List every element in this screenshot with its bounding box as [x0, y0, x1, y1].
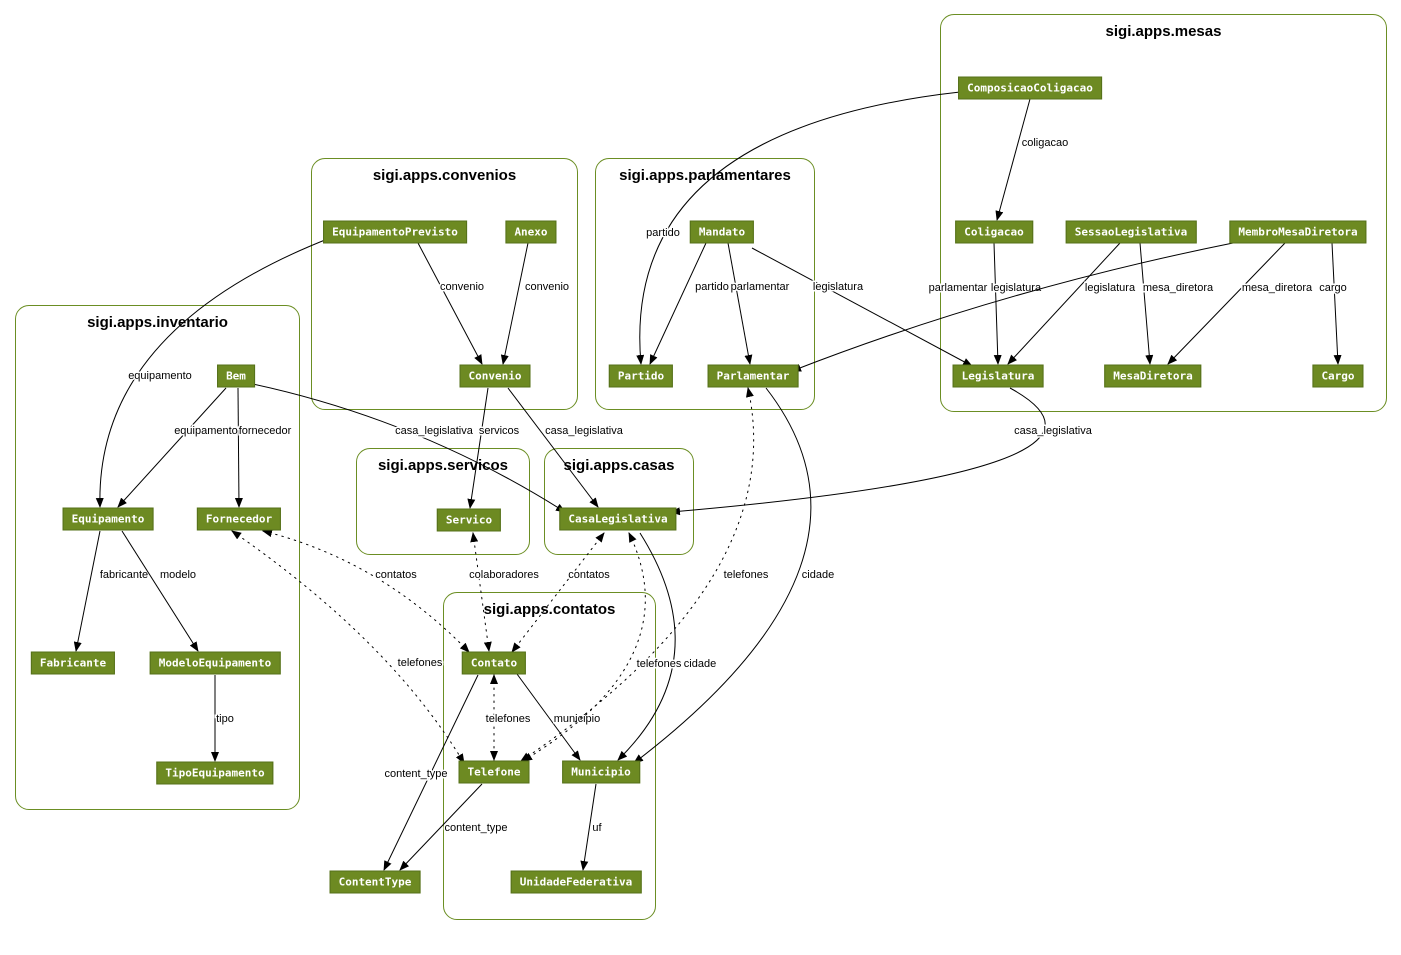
edge-label-Fornecedor-Telefone: telefones [398, 657, 443, 669]
node-TipoEquipamento: TipoEquipamento [156, 761, 274, 785]
edge-Convenio-CasaLegislativa [507, 387, 599, 508]
edge-label-ComposicaoColigacao-Coligacao: coligacao [1022, 137, 1068, 149]
edge-label-Servico-Contato: colaboradores [469, 569, 539, 581]
node-MesaDiretora: MesaDiretora [1104, 364, 1202, 388]
edge-Mandato-Parlamentar [727, 242, 753, 365]
edge-label-Bem-Fornecedor: fornecedor [239, 425, 292, 437]
edge-label-Mandato-Partido: partido [695, 281, 729, 293]
cluster-title-inventario: sigi.apps.inventario [87, 314, 228, 331]
edge-label-Equipamento-ModeloEquipamento: modelo [160, 569, 196, 581]
edge-Legislatura-CasaLegislativa [670, 387, 1046, 516]
edge-Servico-Contato [470, 532, 492, 652]
node-Municipio: Municipio [562, 760, 640, 784]
node-Servico: Servico [436, 508, 502, 532]
edge-SessaoLegislativa-Legislatura [1007, 242, 1121, 365]
edge-label-Convenio-Servico: servicos [479, 425, 520, 437]
node-ModeloEquipamento: ModeloEquipamento [149, 651, 281, 675]
node-Equipamento: Equipamento [62, 507, 154, 531]
edge-label-Bem-CasaLegislativa: casa_legislativa [395, 425, 474, 437]
edge-Fornecedor-Contato [262, 529, 470, 653]
node-Contato: Contato [461, 651, 527, 675]
node-SessaoLegislativa: SessaoLegislativa [1065, 220, 1197, 244]
edge-label-EquipamentoPrevisto-Equipamento: equipamento [128, 370, 192, 382]
node-Parlamentar: Parlamentar [707, 364, 799, 388]
node-UnidadeFederativa: UnidadeFederativa [510, 870, 642, 894]
edge-label-Contato-ContentType: content_type [385, 768, 448, 780]
node-Bem: Bem [217, 364, 255, 388]
node-EquipamentoPrevisto: EquipamentoPrevisto [323, 220, 467, 244]
node-Coligacao: Coligacao [955, 220, 1033, 244]
edge-label-Anexo-Convenio: convenio [525, 281, 569, 293]
edge-label-Fornecedor-Contato: contatos [375, 569, 417, 581]
edge-label-Telefone-ContentType: content_type [445, 822, 508, 834]
edge-label-Parlamentar-Telefone: telefones [724, 569, 769, 581]
edge-CasaLegislativa-Telefone [522, 532, 646, 762]
node-Telefone: Telefone [458, 760, 530, 784]
edge-Anexo-Convenio [500, 242, 529, 365]
edge-Convenio-Servico [467, 387, 489, 509]
edge-MembroMesaDiretora-Parlamentar [791, 242, 1234, 372]
edge-Municipio-UnidadeFederativa [580, 783, 597, 871]
edge-Bem-Fornecedor [234, 387, 243, 508]
edge-Equipamento-Fabricante [73, 530, 101, 652]
edge-label-MembroMesaDiretora-Parlamentar: parlamentar [929, 282, 988, 294]
edge-Equipamento-ModeloEquipamento [121, 530, 199, 652]
cluster-title-parlamentares: sigi.apps.parlamentares [619, 167, 791, 184]
edge-ComposicaoColigacao-Coligacao [995, 98, 1031, 221]
edge-label-Legislatura-CasaLegislativa: casa_legislativa [1014, 425, 1093, 437]
edge-EquipamentoPrevisto-Convenio [417, 242, 483, 365]
edge-label-Mandato-Legislatura: legislatura [813, 281, 864, 293]
edge-Bem-CasaLegislativa [252, 383, 566, 513]
edge-label-SessaoLegislativa-MesaDiretora: mesa_diretora [1143, 282, 1214, 294]
edge-Mandato-Legislatura [751, 247, 973, 367]
edge-label-Mandato-Parlamentar: parlamentar [731, 281, 790, 293]
edge-label-ModeloEquipamento-TipoEquipamento: tipo [216, 713, 234, 725]
node-Mandato: Mandato [689, 220, 755, 244]
node-CasaLegislativa: CasaLegislativa [559, 507, 677, 531]
edge-label-ComposicaoColigacao-Partido: partido [646, 227, 680, 239]
edge-MembroMesaDiretora-MesaDiretora [1167, 242, 1286, 365]
node-Cargo: Cargo [1312, 364, 1364, 388]
node-ContentType: ContentType [329, 870, 421, 894]
node-Fornecedor: Fornecedor [196, 507, 282, 531]
edge-label-Contato-Telefone: telefones [486, 713, 531, 725]
edge-label-CasaLegislativa-Telefone: telefones [637, 658, 682, 670]
node-ComposicaoColigacao: ComposicaoColigacao [958, 76, 1102, 100]
edge-ComposicaoColigacao-Partido [636, 91, 961, 365]
edge-label-Municipio-UnidadeFederativa: uf [592, 822, 602, 834]
edge-label-CasaLegislativa-Municipio: cidade [684, 658, 716, 670]
edge-label-MembroMesaDiretora-MesaDiretora: mesa_diretora [1242, 282, 1313, 294]
edge-label-Convenio-CasaLegislativa: casa_legislativa [545, 425, 624, 437]
node-Convenio: Convenio [459, 364, 531, 388]
cluster-title-mesas: sigi.apps.mesas [1105, 23, 1222, 40]
edge-label-Bem-Equipamento: equipamento [174, 425, 238, 437]
edge-label-Parlamentar-Municipio: cidade [802, 569, 834, 581]
edge-label-SessaoLegislativa-Legislatura: legislatura [1085, 282, 1136, 294]
edge-Coligacao-Legislatura [993, 242, 1002, 365]
cluster-title-convenios: sigi.apps.convenios [372, 167, 517, 184]
edge-label-CasaLegislativa-Contato: contatos [568, 569, 610, 581]
edge-CasaLegislativa-Contato [511, 532, 605, 653]
node-MembroMesaDiretora: MembroMesaDiretora [1229, 220, 1367, 244]
node-Fabricante: Fabricante [30, 651, 116, 675]
cluster-convenios: sigi.apps.convenios [311, 158, 578, 410]
edge-Fornecedor-Telefone [231, 530, 465, 764]
edge-Parlamentar-Municipio [633, 387, 812, 764]
edge-Mandato-Partido [649, 242, 707, 365]
edge-label-Coligacao-Legislatura: legislatura [991, 282, 1042, 294]
edge-Bem-Equipamento [117, 387, 227, 508]
edge-CasaLegislativa-Municipio [617, 532, 676, 761]
edge-MembroMesaDiretora-Cargo [1331, 242, 1342, 365]
node-Anexo: Anexo [505, 220, 557, 244]
edge-Telefone-ContentType [399, 783, 483, 871]
edge-EquipamentoPrevisto-Equipamento [95, 237, 331, 508]
node-Partido: Partido [608, 364, 674, 388]
edge-Parlamentar-Telefone [520, 387, 755, 762]
node-Legislatura: Legislatura [952, 364, 1044, 388]
edge-label-MembroMesaDiretora-Cargo: cargo [1319, 282, 1347, 294]
edge-label-Equipamento-Fabricante: fabricante [100, 569, 148, 581]
edge-label-EquipamentoPrevisto-Convenio: convenio [440, 281, 484, 293]
